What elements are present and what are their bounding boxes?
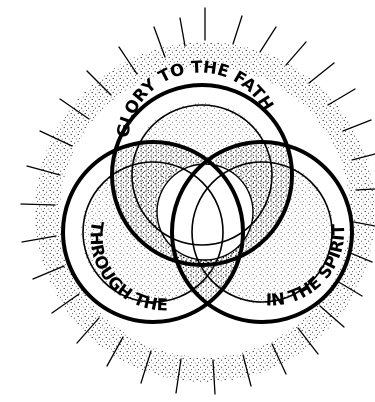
trinity-illustration: GLORY TO THE FATHER THROUGH THE Son IN T… [0,0,375,402]
trinity-drawing: GLORY TO THE FATHER THROUGH THE Son IN T… [0,0,375,402]
